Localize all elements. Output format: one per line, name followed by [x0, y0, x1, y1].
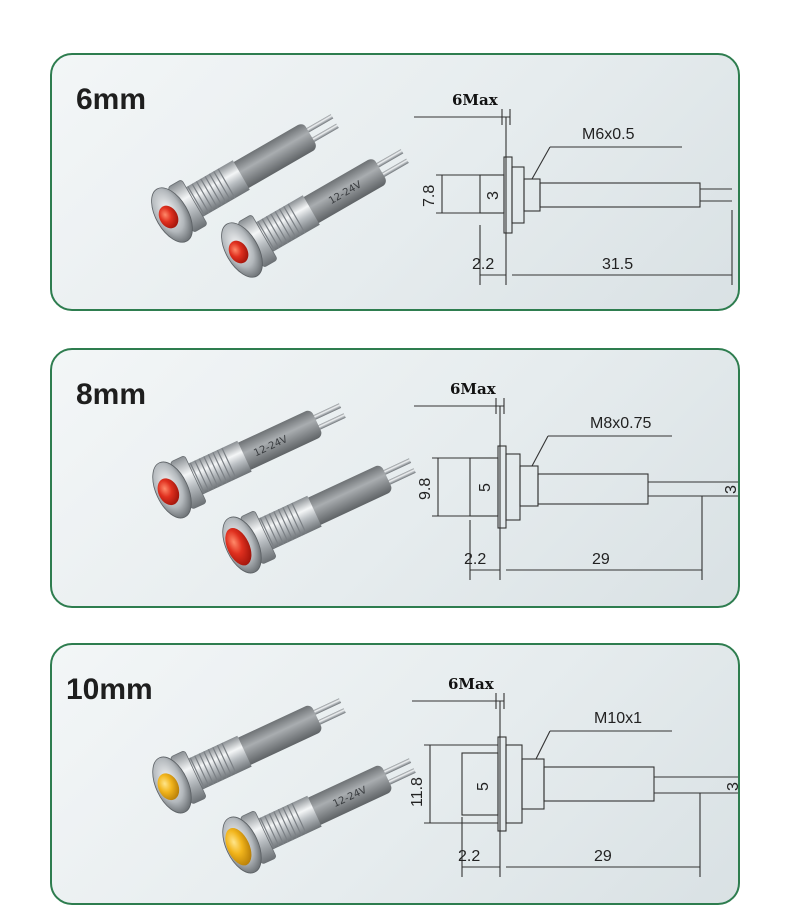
height-label: 9.8 [417, 478, 434, 500]
max-label: 6Max [452, 91, 499, 109]
length-label: 29 [594, 848, 612, 865]
dimension-drawing: 6Max M6x0.5 7.8 3 2.2 31.5 [414, 91, 733, 285]
red-led-dome [228, 240, 249, 264]
product-photo: 12-24V [142, 94, 421, 285]
height-label: 11.8 [409, 777, 426, 807]
lamp-front: 12-24V [214, 737, 422, 880]
pin-label: 3 [725, 782, 740, 791]
panel-10mm: 10mm 12-24V [50, 643, 740, 905]
thread-label: M10x1 [594, 710, 642, 727]
red-led-dome [157, 478, 180, 506]
length-label: 29 [592, 551, 610, 568]
cap-label: 5 [477, 483, 494, 492]
pin-label: 3 [723, 485, 740, 494]
thread-label: M6x0.5 [582, 126, 635, 143]
cap-label: 3 [485, 191, 502, 200]
lamp-back [144, 677, 356, 820]
lamp-back [142, 94, 351, 250]
max-label: 6Max [450, 380, 497, 398]
max-label: 6Max [448, 675, 495, 693]
red-led-dome [158, 205, 179, 229]
length-label: 31.5 [602, 256, 633, 273]
size-title: 10mm [66, 673, 153, 706]
size-title: 6mm [76, 83, 147, 116]
panel-6mm: 6mm 12-24V [50, 53, 740, 311]
dimension-drawing: 6Max M8x0.75 9.8 5 3 2.2 29 [414, 380, 740, 580]
flange-label: 2.2 [464, 551, 486, 568]
cap-label: 5 [475, 782, 492, 791]
height-label: 7.8 [421, 185, 438, 207]
panel-8mm: 8mm 12-24V [50, 348, 740, 608]
lamp-front [214, 437, 422, 580]
thread-label: M8x0.75 [590, 415, 651, 432]
size-title: 8mm [76, 378, 147, 411]
flange-label: 2.2 [458, 848, 480, 865]
yellow-led-dome [157, 773, 180, 801]
product-photo: 12-24V [144, 382, 422, 580]
dimension-drawing: 6Max M10x1 11.8 5 3 2.2 29 [409, 675, 740, 877]
product-photo: 12-24V [144, 677, 422, 880]
flange-label: 2.2 [472, 256, 494, 273]
yellow-led-flat [225, 827, 252, 866]
red-led-flat [225, 527, 252, 566]
